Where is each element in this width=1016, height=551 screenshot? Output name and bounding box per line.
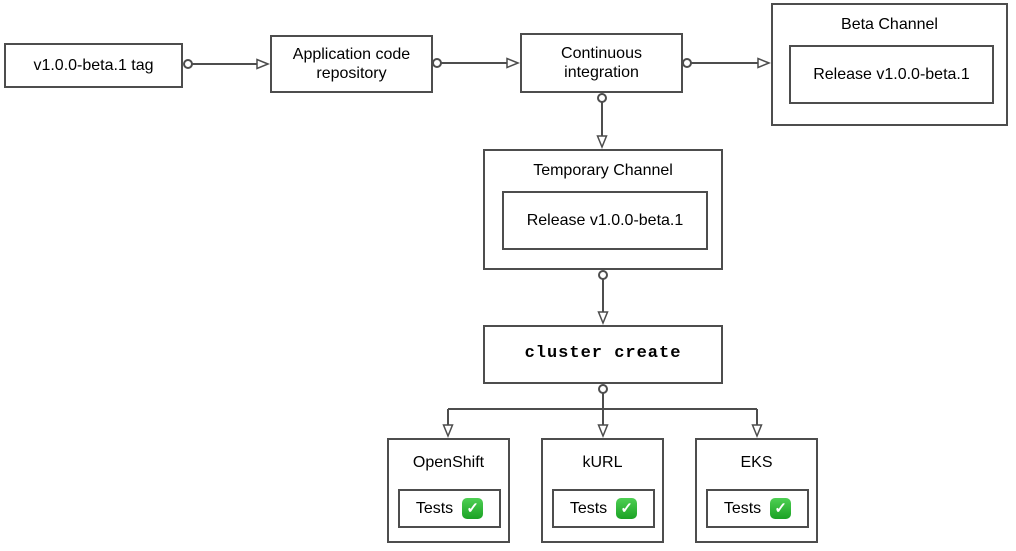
temporary-channel-release-box: Release v1.0.0-beta.1: [502, 191, 708, 250]
temporary-release-label: Release v1.0.0-beta.1: [526, 211, 684, 229]
tests-result-box: Tests ✓: [552, 489, 655, 528]
repository-label: Application code repository: [292, 45, 411, 82]
node-cluster-create: cluster create: [483, 325, 723, 384]
node-application-code-repository: Application code repository: [270, 35, 433, 93]
platform-name: EKS: [740, 454, 773, 471]
tests-label: Tests: [723, 499, 762, 517]
connector-ci-to-temporary-channel: [596, 93, 608, 149]
beta-release-label: Release v1.0.0-beta.1: [813, 65, 970, 83]
continuous-integration-label: Continuous integration: [561, 44, 642, 81]
version-tag-label: v1.0.0-beta.1 tag: [33, 56, 154, 74]
tests-label: Tests: [415, 499, 454, 517]
temporary-channel-title: Temporary Channel: [533, 162, 673, 179]
platform-node-eks: EKS Tests ✓: [695, 438, 818, 543]
connector-repo-to-ci: [432, 57, 520, 69]
tests-result-box: Tests ✓: [706, 489, 809, 528]
connector-temporary-channel-to-cluster-create: [597, 270, 609, 325]
cluster-create-label: cluster create: [524, 344, 682, 364]
beta-channel-title: Beta Channel: [841, 16, 938, 33]
platform-name: kURL: [582, 454, 623, 471]
beta-channel-release-box: Release v1.0.0-beta.1: [789, 45, 994, 104]
check-mark-button-icon: ✓: [616, 498, 638, 519]
group-beta-channel: Beta Channel Release v1.0.0-beta.1: [771, 3, 1008, 126]
connector-tag-to-repo: [183, 58, 270, 70]
check-mark-button-icon: ✓: [462, 498, 484, 519]
node-continuous-integration: Continuous integration: [520, 33, 683, 93]
tests-result-box: Tests ✓: [398, 489, 501, 528]
connector-ci-to-beta-channel: [682, 57, 771, 69]
tests-label: Tests: [569, 499, 608, 517]
group-temporary-channel: Temporary Channel Release v1.0.0-beta.1: [483, 149, 723, 270]
platform-name: OpenShift: [412, 454, 485, 471]
node-version-tag: v1.0.0-beta.1 tag: [4, 43, 183, 88]
platform-node-openshift: OpenShift Tests ✓: [387, 438, 510, 543]
check-mark-button-icon: ✓: [770, 498, 792, 519]
platform-node-kurl: kURL Tests ✓: [541, 438, 664, 543]
connector-cluster-create-to-platforms: [442, 384, 763, 438]
